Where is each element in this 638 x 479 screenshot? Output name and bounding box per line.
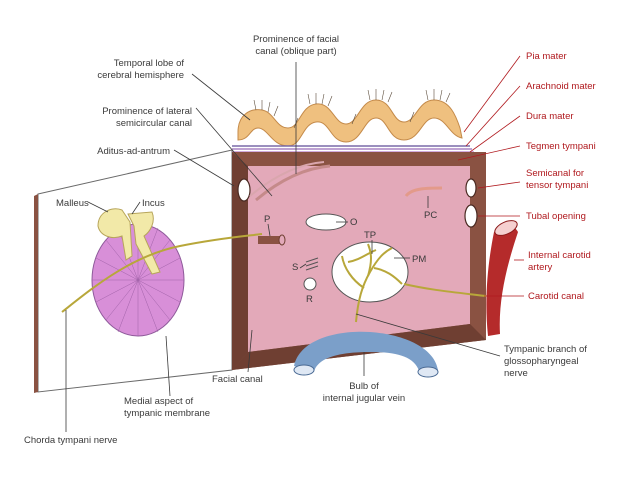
label-internal-carotid-2: artery (528, 262, 553, 273)
label-p: P (264, 214, 270, 225)
stapes-mark (305, 257, 319, 271)
chorda-tympani (61, 233, 263, 313)
label-medial-aspect-2: tympanic membrane (124, 408, 210, 419)
label-bulb-jugular-1: Bulb of (349, 381, 379, 392)
tympanic-plexus (341, 243, 403, 323)
aditus-opening (237, 178, 251, 202)
label-o: O (350, 217, 357, 228)
label-prominence-facial-2: canal (oblique part) (255, 46, 336, 57)
label-prominence-lateral-1: Prominence of lateral (102, 106, 192, 117)
label-tympanic-branch-2: glossopharyngeal (504, 356, 578, 367)
label-aditus: Aditus-ad-antrum (97, 146, 170, 157)
label-tympanic-branch-1: Tympanic branch of (504, 344, 587, 355)
label-arachnoid-mater: Arachnoid mater (526, 81, 596, 92)
leader-lines (65, 55, 524, 432)
incus (127, 211, 161, 275)
label-s: S (292, 262, 298, 273)
facial-canal-prominence (255, 164, 331, 202)
nerve-to-carotid (403, 283, 487, 297)
label-malleus: Malleus (56, 198, 89, 209)
label-pc: PC (424, 210, 437, 221)
internal-carotid-artery (486, 220, 518, 336)
label-bulb-jugular-2: internal jugular vein (323, 393, 405, 404)
label-prominence-lateral-2: semicircular canal (116, 118, 192, 129)
label-internal-carotid-1: Internal carotid (528, 250, 591, 261)
label-incus: Incus (142, 198, 165, 209)
label-r: R (306, 294, 313, 305)
label-carotid-canal: Carotid canal (528, 291, 584, 302)
label-semicanal-1: Semicanal for (526, 168, 584, 179)
pyramid (258, 236, 282, 244)
label-tympanic-branch-3: nerve (504, 368, 528, 379)
malleus (97, 208, 133, 261)
label-tubal-opening: Tubal opening (526, 211, 586, 222)
label-pm: PM (412, 254, 426, 265)
round-window (303, 277, 317, 291)
label-pia-mater: Pia mater (526, 51, 567, 62)
meninges (232, 145, 474, 153)
semicanal-opening (465, 178, 477, 198)
tubal-opening (464, 204, 478, 228)
label-temporal-lobe-2: cerebral hemisphere (97, 70, 184, 81)
label-tegmen-tympani: Tegmen tympani (526, 141, 596, 152)
label-dura-mater: Dura mater (526, 111, 574, 122)
label-prominence-facial-1: Prominence of facial (253, 34, 339, 45)
processus-cochleariformis (404, 186, 443, 198)
label-tp: TP (364, 230, 376, 241)
label-semicanal-2: tensor tympani (526, 180, 588, 191)
label-temporal-lobe-1: Temporal lobe of (114, 58, 185, 69)
label-facial-canal: Facial canal (212, 374, 263, 385)
label-medial-aspect-1: Medial aspect of (124, 396, 194, 407)
label-chorda-tympani: Chorda tympani nerve (24, 435, 117, 446)
temporal-lobe (237, 89, 463, 147)
jugular-bulb (293, 331, 439, 378)
